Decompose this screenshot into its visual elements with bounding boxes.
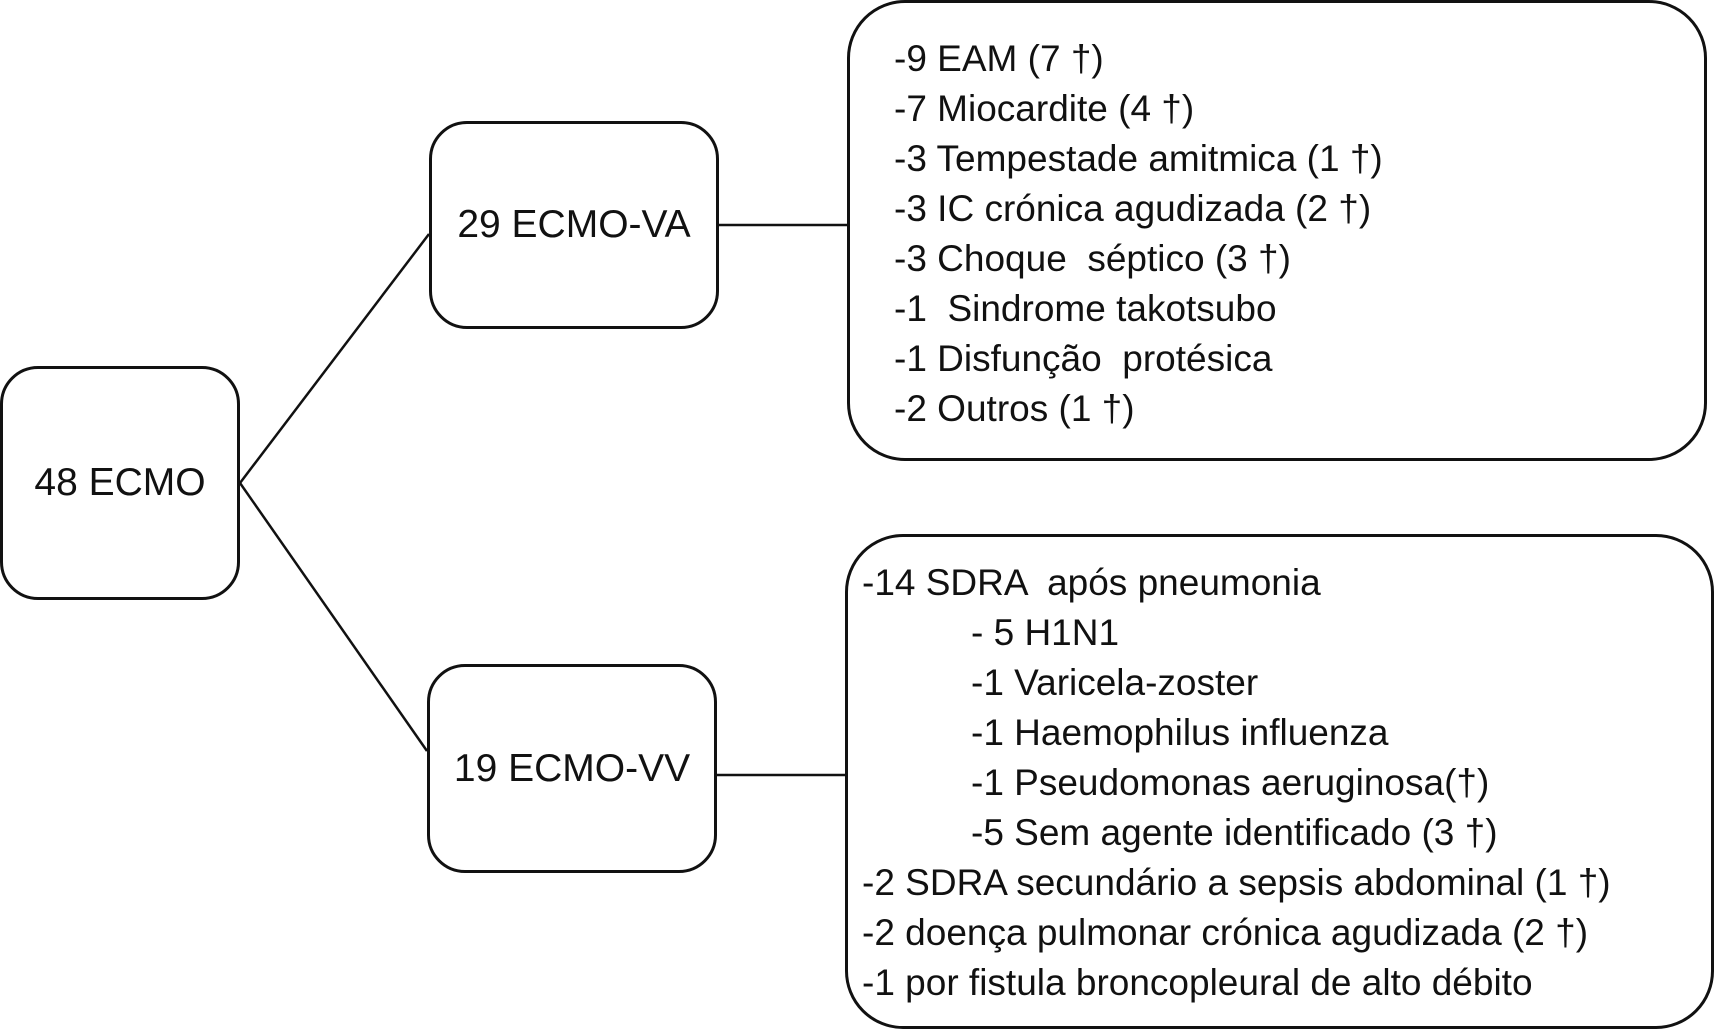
vv-detail-subitem: -1 Pseudomonas aeruginosa(†) — [971, 762, 1490, 803]
branch-node-ecmo-vv: 19 ECMO-VV — [427, 664, 717, 873]
vv-detail-subitem: -1 Varicela-zoster — [971, 662, 1259, 703]
vv-detail-item: -14 SDRA após pneumonia — [862, 562, 1321, 603]
edge-root-to-va — [239, 233, 430, 484]
vv-detail-subitem: -5 Sem agente identificado (3 †) — [971, 812, 1498, 853]
branch-node-ecmo-va: 29 ECMO-VA — [429, 121, 719, 329]
va-detail-item: -3 Choque séptico (3 †) — [894, 238, 1291, 279]
branch-node-vv-label: 19 ECMO-VV — [453, 746, 691, 790]
vv-detail-item: -2 doença pulmonar crónica agudizada (2 … — [862, 912, 1589, 953]
va-detail-item: -3 Tempestade amitmica (1 †) — [894, 138, 1383, 179]
va-detail-item: -9 EAM (7 †) — [894, 38, 1104, 79]
va-detail-item: -1 Disfunção protésica — [894, 338, 1273, 379]
vv-detail-item: -1 por fistula broncopleural de alto déb… — [862, 962, 1533, 1003]
va-detail-item: -7 Miocardite (4 †) — [894, 88, 1195, 129]
va-detail-item: -3 IC crónica agudizada (2 †) — [894, 188, 1372, 229]
vv-detail-subitem: - 5 H1N1 — [971, 612, 1120, 653]
va-detail-item: -2 Outros (1 †) — [894, 388, 1135, 429]
edge-root-to-vv — [238, 482, 429, 752]
root-node-ecmo: 48 ECMO — [0, 366, 240, 600]
vv-detail-subitem: -1 Haemophilus influenza — [971, 712, 1389, 753]
branch-node-va-label: 29 ECMO-VA — [457, 203, 691, 246]
root-node-label: 48 ECMO — [34, 461, 206, 504]
vv-detail-item: -2 SDRA secundário a sepsis abdominal (1… — [862, 862, 1611, 903]
va-detail-item: -1 Sindrome takotsubo — [894, 288, 1277, 329]
ecmo-va-details-box: -9 EAM (7 †) -7 Miocardite (4 †) -3 Temp… — [847, 0, 1707, 461]
ecmo-vv-details-box: -14 SDRA após pneumonia - 5 H1N1 -1 Vari… — [845, 534, 1714, 1029]
